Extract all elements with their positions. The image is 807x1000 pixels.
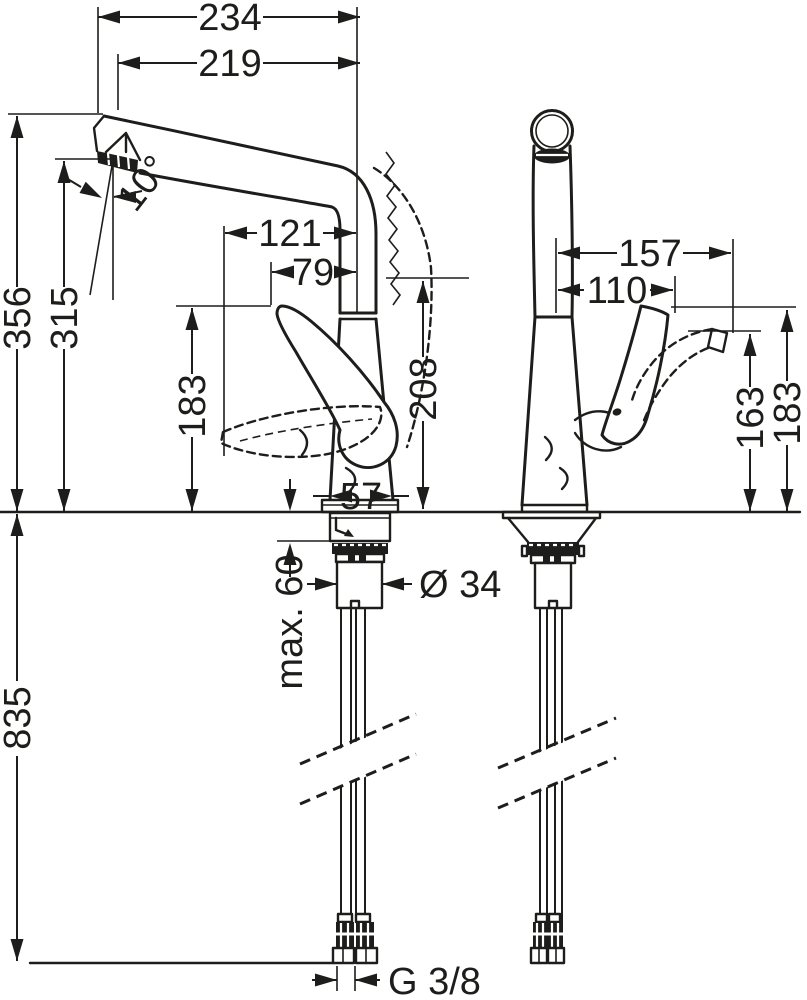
dim-315-label: 315	[44, 286, 86, 349]
dim-121-label: 121	[258, 213, 321, 255]
dim-356-label: 356	[0, 286, 39, 349]
dim-234-label: 234	[198, 0, 261, 39]
supply-hoses-side	[497, 608, 617, 922]
supply-hoses-front	[299, 608, 417, 922]
break-zigzag	[384, 151, 402, 306]
mounting-shank-front	[328, 511, 392, 610]
spout-front	[92, 114, 378, 321]
hose-break-lines	[299, 712, 417, 806]
dim-57-label: 57	[340, 476, 382, 518]
hose-break-mask	[300, 716, 416, 805]
dim-163-label: 163	[730, 386, 772, 449]
dim-g38: G 3/8	[312, 961, 481, 1000]
dim-dia34: Ø 34	[307, 564, 501, 606]
body-side	[520, 315, 625, 514]
handle-side-solid	[573, 304, 670, 452]
handle-front-solid	[275, 304, 399, 470]
dim-157: 157	[558, 233, 731, 275]
dim-183-front: 183	[172, 308, 214, 511]
dim-835: 835	[0, 514, 39, 961]
dim-835-label: 835	[0, 686, 39, 749]
handle-front-dashed-position	[219, 405, 383, 459]
dim-angle-10: 10°	[65, 148, 178, 300]
dim-163: 163	[730, 334, 772, 511]
dim-315: 315	[44, 161, 86, 511]
dim-121: 121	[225, 213, 356, 255]
dim-110: 110	[558, 270, 673, 312]
dim-max60-label: max. 60	[269, 554, 311, 689]
side-view	[497, 109, 729, 965]
hose-connectors-side	[529, 912, 566, 965]
dim-183-side-label: 183	[767, 381, 807, 444]
dim-dia34-label: Ø 34	[419, 564, 501, 606]
dim-219: 219	[118, 43, 360, 85]
dim-max60: max. 60	[269, 479, 311, 690]
spout-side	[530, 109, 574, 319]
dim-356: 356	[0, 116, 39, 511]
dim-110-label: 110	[587, 270, 648, 312]
hose-break-mask	[498, 720, 616, 808]
dim-183-front-label: 183	[172, 374, 214, 437]
dim-183-side: 183	[767, 310, 807, 511]
hose-break-lines	[497, 716, 617, 810]
dim-57: 57	[313, 476, 409, 518]
dim-157-label: 157	[618, 233, 681, 275]
handle-dot	[612, 408, 622, 416]
dim-234: 234	[98, 0, 360, 39]
mounting-shank-side	[501, 510, 602, 610]
dim-208: 208	[403, 281, 445, 509]
hose-connectors-front	[331, 912, 379, 965]
dim-g38-label: G 3/8	[388, 961, 481, 1000]
dim-219-label: 219	[198, 43, 261, 85]
dim-79-label: 79	[292, 252, 334, 294]
extension-lines	[8, 7, 796, 991]
spout-swivel-dashed	[372, 151, 433, 449]
dim-79: 79	[272, 252, 356, 294]
dim-208-label: 208	[403, 357, 445, 420]
